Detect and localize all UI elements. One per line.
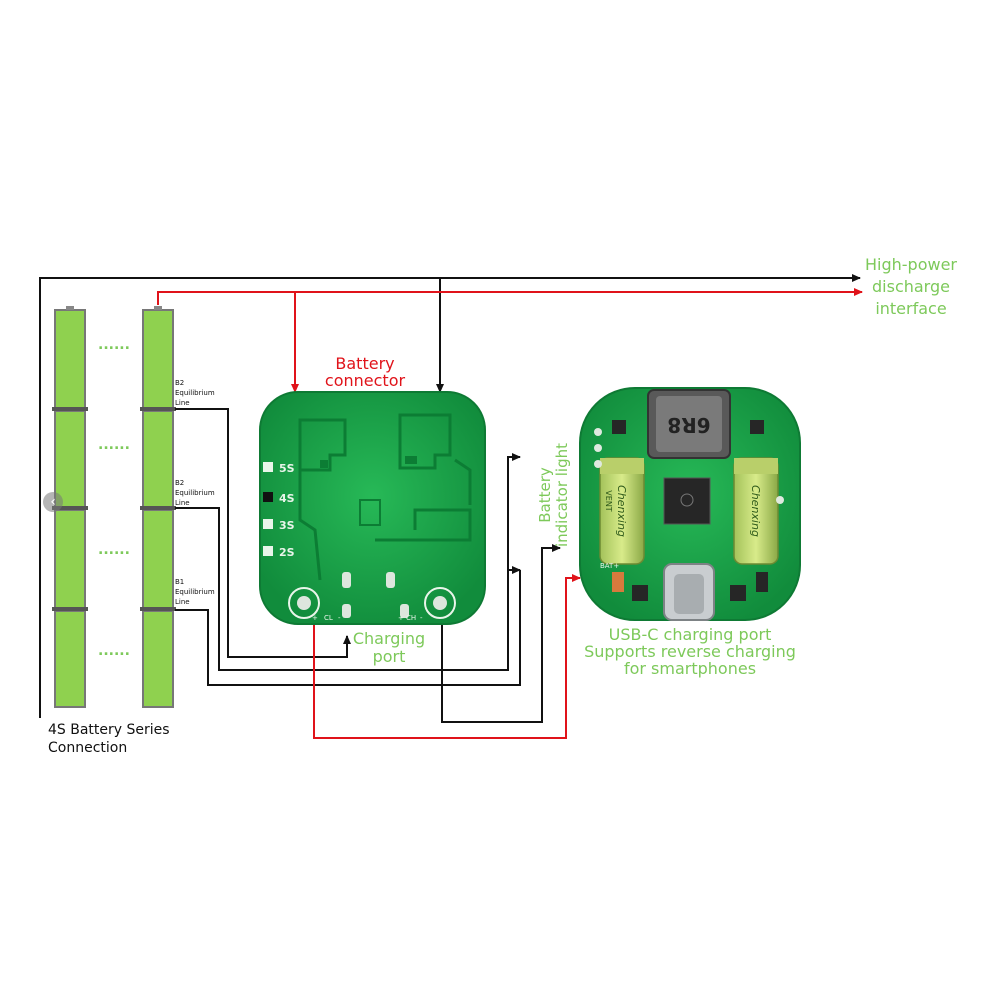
label-line: indicator light (553, 443, 571, 547)
label-line: B2 (175, 379, 184, 387)
label-line: discharge (872, 277, 950, 296)
label-charging-port: Charging port (353, 629, 425, 666)
bms-pcb: 5S 4S 3S 2S + CL - + CH - (259, 391, 486, 625)
wire-b1 (175, 570, 521, 686)
label-line: Line (175, 399, 190, 407)
label-line: Line (175, 499, 190, 507)
usb-c-port (663, 563, 715, 621)
pad-mark: + (398, 614, 404, 622)
label-line: Charging (353, 629, 425, 648)
charger-pcb: 6R8 Chenxing VENT Chenxing (579, 387, 801, 621)
battery-cell (142, 410, 174, 508)
label-usb-c: USB-C charging port Supports reverse cha… (584, 625, 796, 678)
pad-mark: CL (324, 614, 333, 622)
label-b2-top: B2 Equilibrium Line (175, 379, 215, 407)
capacitor-text: Chenxing (749, 485, 762, 537)
label-b1: B1 Equilibrium Line (175, 578, 215, 606)
label-line: interface (875, 299, 946, 318)
battery-cell (142, 509, 174, 609)
pad-mark: + (312, 614, 318, 622)
battery-pack: ...... ...... ...... ...... (52, 306, 176, 708)
wire-out-positive (313, 574, 581, 739)
cell-mark: 4S (279, 492, 295, 505)
cell-mark: 3S (279, 519, 295, 532)
battery-cell (142, 610, 174, 708)
cell-mark: 2S (279, 546, 295, 559)
label-line: USB-C charging port (609, 625, 772, 644)
capacitor-text: Chenxing (615, 485, 628, 537)
pad-mark: - (420, 614, 423, 622)
wire-main-positive (157, 288, 863, 305)
battery-cell (54, 309, 86, 409)
label-line: 4S Battery Series (48, 722, 170, 738)
label-line: connector (325, 371, 406, 390)
wire-b2-top (175, 408, 351, 658)
label-line: Equilibrium (175, 489, 215, 497)
battery-cell (54, 610, 86, 708)
wire-out-negative (441, 544, 561, 723)
label-line: Supports reverse charging (584, 642, 796, 661)
label-battery-indicator: Battery indicator light (536, 443, 571, 547)
label-series: 4S Battery Series Connection (48, 722, 170, 756)
series-dots: ...... (98, 643, 130, 659)
label-high-power: High-power discharge interface (865, 255, 957, 318)
inductor: 6R8 (647, 389, 731, 459)
label-line: Line (175, 598, 190, 606)
label-line: B2 (175, 479, 184, 487)
label-line: for smartphones (624, 659, 756, 678)
pad-mark: - (338, 614, 341, 622)
battery-cell (54, 410, 86, 508)
label-line: Equilibrium (175, 588, 215, 596)
capacitor-text-2: VENT (604, 490, 613, 512)
capacitor-right: Chenxing (733, 457, 779, 565)
wires (39, 274, 863, 739)
cell-mark: 5S (279, 462, 295, 475)
label-battery-connector: Battery connector (325, 354, 406, 390)
label-line: Connection (48, 740, 127, 756)
previous-image-arrow-icon[interactable]: ‹ (43, 492, 63, 512)
label-line: Battery (536, 467, 554, 523)
pad-mark: CH (406, 614, 416, 622)
label-line: Battery (335, 354, 394, 373)
cell-select: 5S 4S 3S 2S (263, 462, 295, 559)
label-line: B1 (175, 578, 184, 586)
battery-cell (54, 509, 86, 609)
inductor-mark: 6R8 (667, 413, 710, 437)
label-line: Equilibrium (175, 389, 215, 397)
bat-mark: BAT+ (600, 562, 619, 570)
series-dots: ...... (98, 437, 130, 453)
series-dots: ...... (98, 542, 130, 558)
battery-cell (142, 309, 174, 409)
label-line: High-power (865, 255, 957, 274)
controller-ic (663, 477, 711, 525)
series-dots: ...... (98, 337, 130, 353)
label-b2-mid: B2 Equilibrium Line (175, 479, 215, 507)
capacitor-left: Chenxing VENT (599, 457, 645, 565)
label-line: port (373, 647, 406, 666)
wire-main-negative (39, 274, 861, 718)
